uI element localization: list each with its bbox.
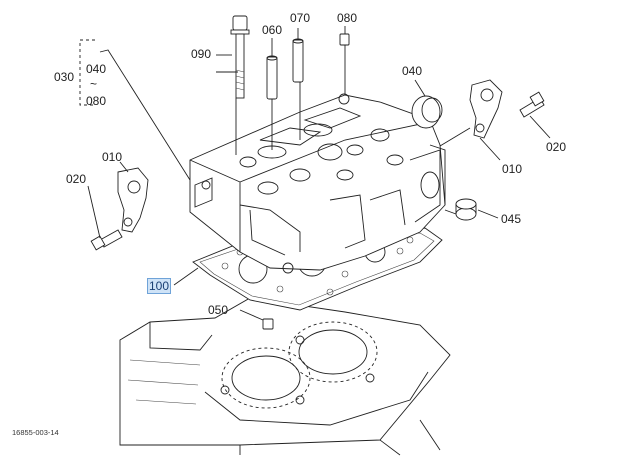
plug-080 [339,33,350,46]
engine-block [119,297,451,456]
callout-100-highlighted[interactable]: 100 [146,278,172,294]
cylinder-head [189,93,446,274]
callout-060[interactable]: 060 [262,23,283,37]
callout-045[interactable]: 045 [501,212,522,226]
bracket-right [469,79,503,139]
callout-030[interactable]: 030 [54,70,75,84]
callout-040[interactable]: 040 [402,64,423,78]
callout-080[interactable]: 080 [337,11,358,25]
bolt-left [90,229,123,251]
callout-040-range-start[interactable]: 040 [86,62,107,76]
leader-lines [79,26,551,321]
callout-080-range-end[interactable]: 080 [86,94,107,108]
callout-010-right[interactable]: 010 [502,162,523,176]
callout-020-left[interactable]: 020 [66,172,87,186]
bolt-right [519,91,545,118]
drawing-number: 16855-003-14 [12,428,59,437]
cap-040 [411,95,443,129]
callout-010-left[interactable]: 010 [102,150,123,164]
bushing-045 [455,198,477,221]
range-separator: ~ [90,77,98,91]
head-bolt [230,15,250,99]
studs [266,38,304,100]
callout-070[interactable]: 070 [290,11,311,25]
bracket-left [117,167,149,233]
callout-020-right[interactable]: 020 [546,140,567,154]
callout-090[interactable]: 090 [191,47,212,61]
plug-050 [262,318,274,330]
callout-050[interactable]: 050 [208,303,229,317]
